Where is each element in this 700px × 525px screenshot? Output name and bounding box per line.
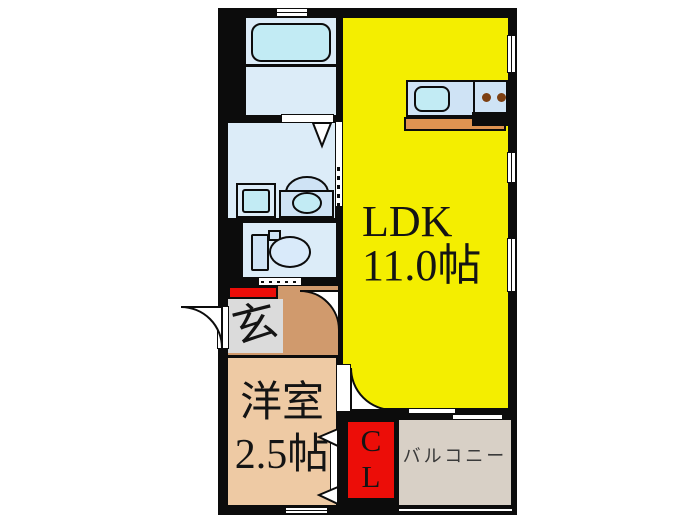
balcony-sliding-door-left	[408, 408, 456, 414]
balcony-sliding-door-right	[452, 414, 503, 420]
washroom-sink-arch	[284, 176, 330, 194]
bathroom-door-arrow-icon	[311, 122, 333, 149]
ldk-area-label: 11.0帖	[362, 241, 482, 290]
stove-burner-icon	[482, 93, 491, 102]
bathroom-divider	[246, 64, 336, 67]
bathroom-door-lintel	[281, 114, 334, 123]
room-western	[228, 358, 336, 505]
toilet-tank-icon	[251, 234, 269, 271]
stove-burner-icon	[497, 93, 506, 102]
kitchen-counter-divider	[473, 82, 475, 115]
balcony-floor	[399, 420, 511, 505]
bathtub-icon	[251, 23, 331, 62]
window-right-2	[507, 152, 516, 183]
washing-machine-drum	[242, 189, 270, 213]
hallway-door-swing	[299, 290, 340, 331]
entrance-floor	[228, 299, 283, 353]
entrance-door-swing	[180, 306, 223, 349]
window-bottom-west	[285, 507, 328, 514]
window-right-3	[507, 238, 516, 292]
balcony-label: バルコニー	[402, 446, 508, 466]
washroom-sliding-door	[336, 122, 342, 206]
kitchen-counter-black-bar	[472, 112, 509, 126]
room-closet	[348, 422, 394, 498]
window-top	[276, 8, 308, 17]
closet-label-l: L	[361, 459, 381, 494]
toilet-bowl-icon	[269, 236, 311, 268]
washroom-sink-basin	[292, 192, 322, 214]
entrance-mat	[228, 286, 278, 299]
western-room-area-label: 2.5帖	[234, 432, 330, 478]
closet-label-c: C	[360, 423, 382, 458]
ldk-label: LDK	[362, 197, 453, 246]
western-room-label: 洋室	[239, 380, 324, 426]
kitchen-sink-icon	[414, 86, 450, 112]
closet-door-arrow-icon	[316, 485, 339, 506]
balcony-railing	[399, 507, 512, 513]
toilet-folding-door	[258, 277, 302, 286]
ldk-door-swing	[350, 367, 394, 411]
window-right-1	[507, 35, 516, 73]
washroom-sliding-door-track	[337, 167, 340, 206]
closet-door-arrow-icon	[316, 427, 339, 448]
